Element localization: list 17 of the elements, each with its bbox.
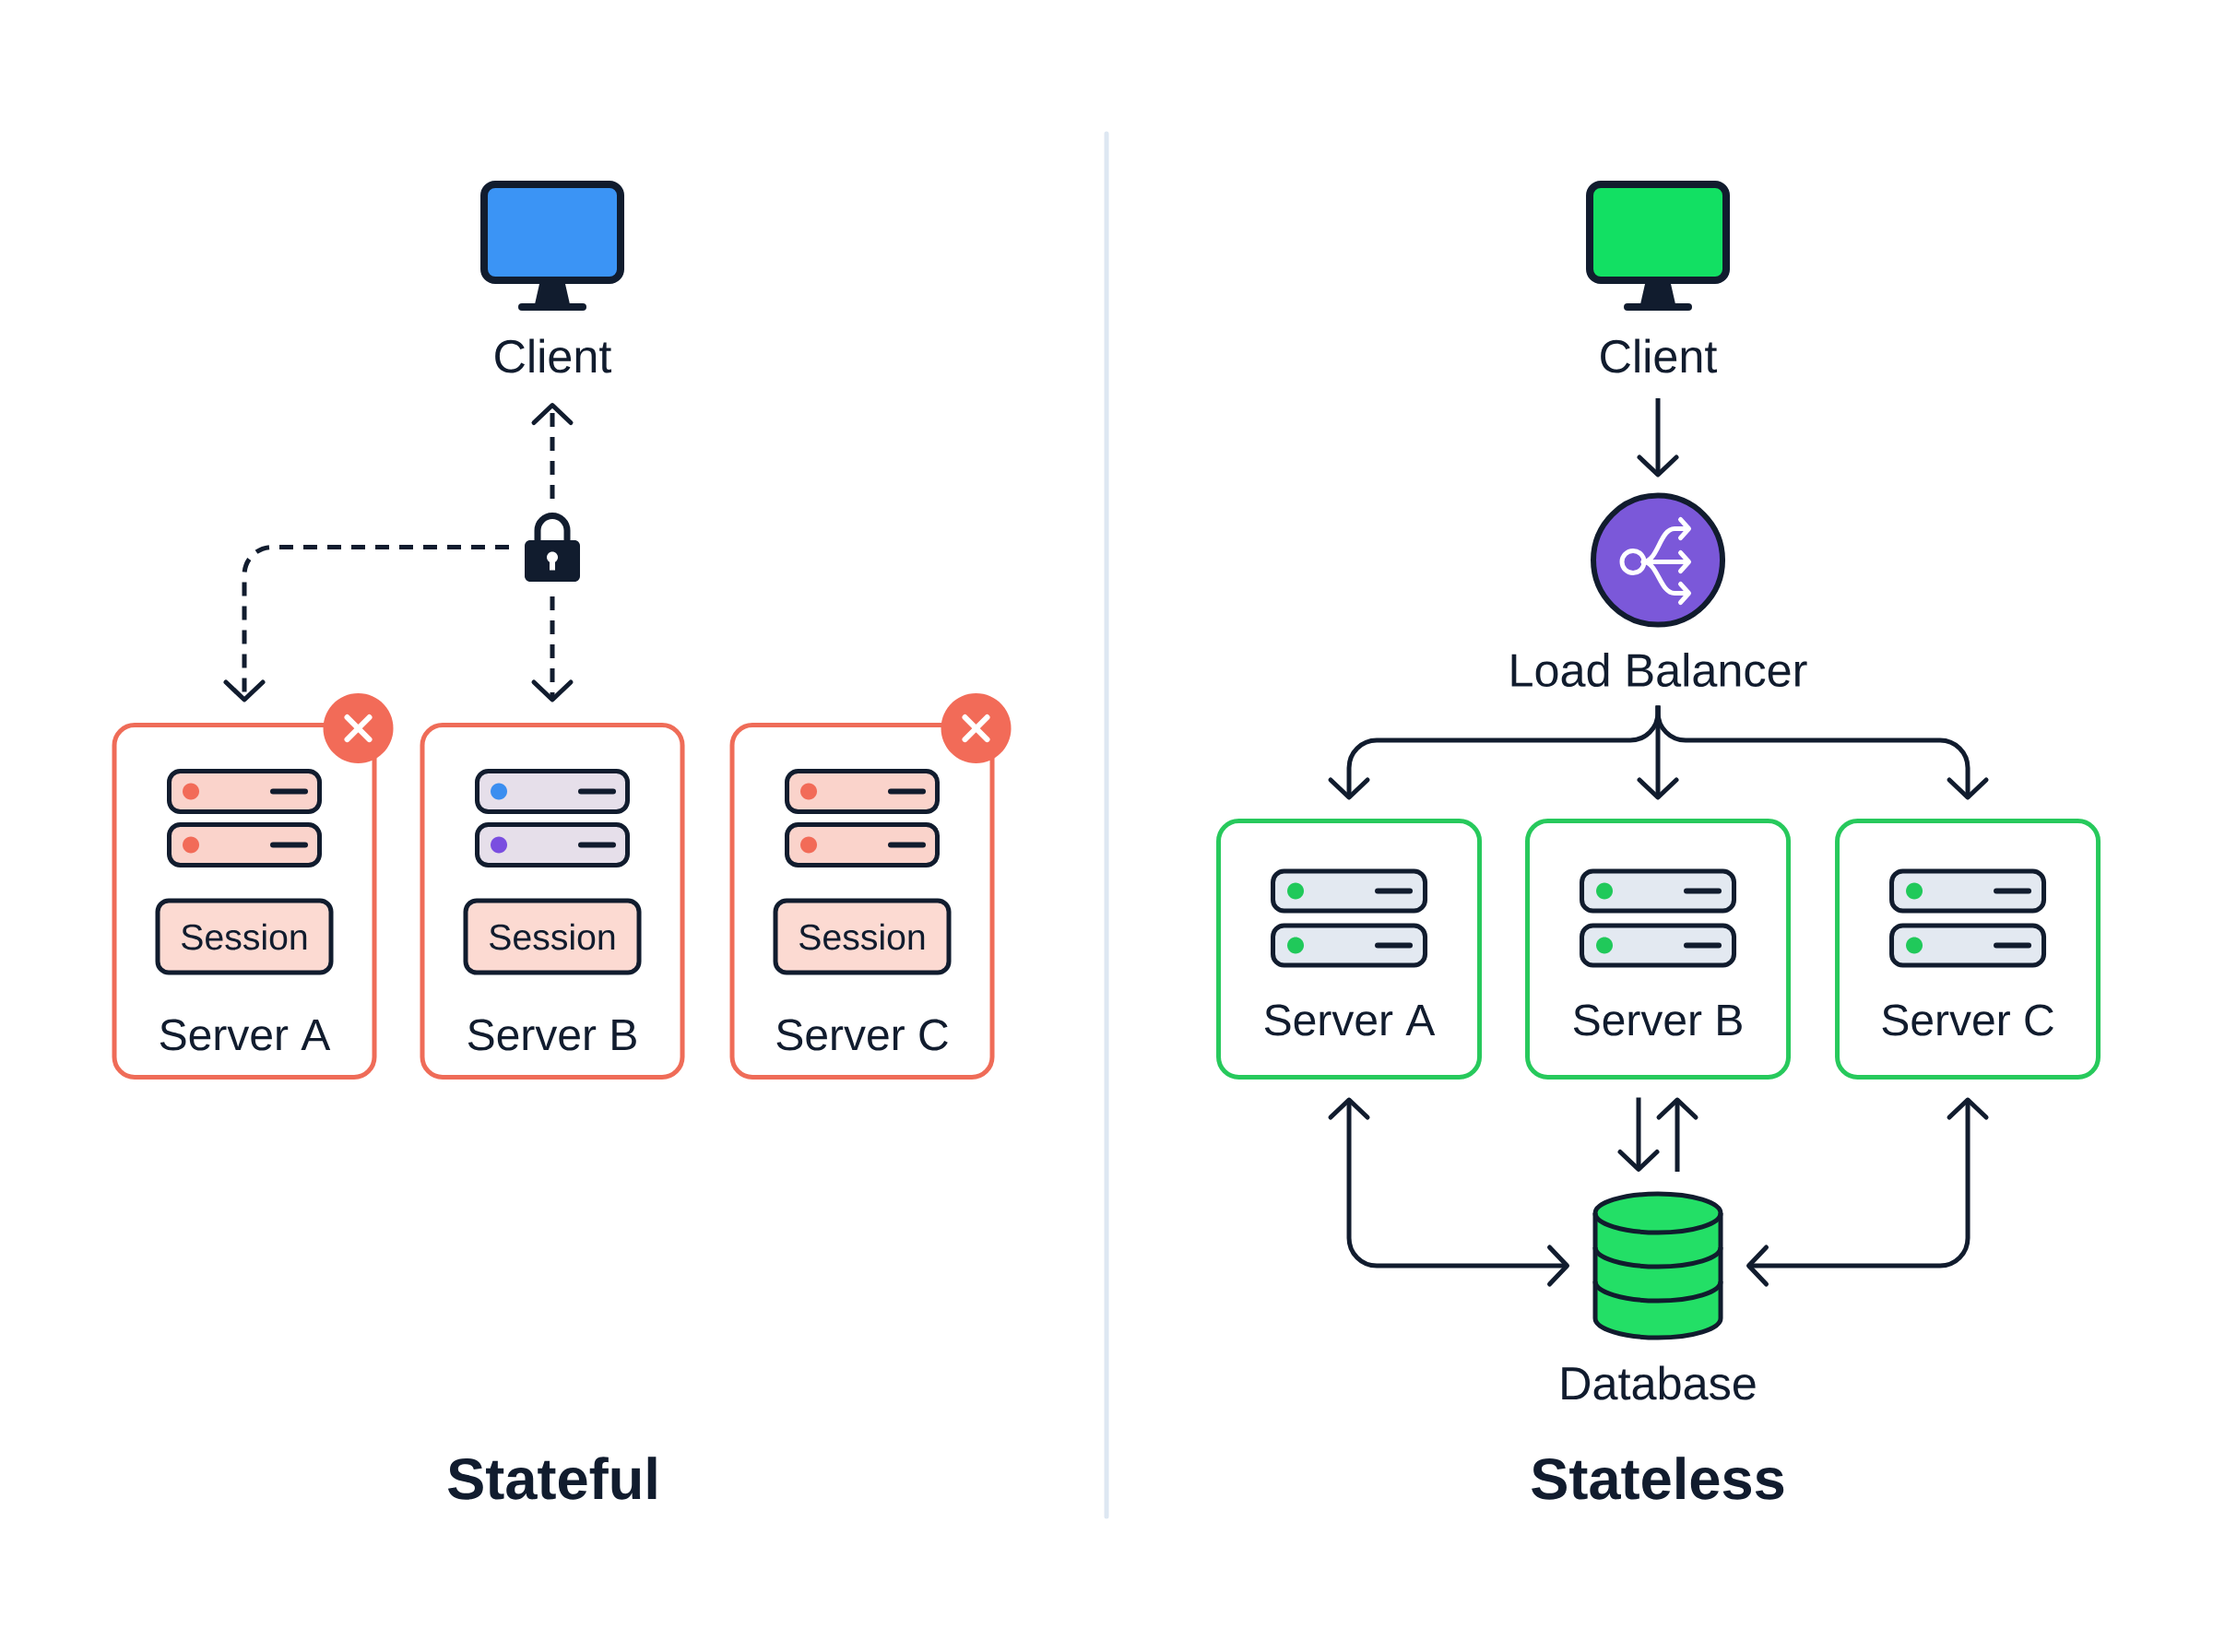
panel-title: Stateful — [447, 1457, 657, 1500]
node-label: Database — [1562, 1365, 1756, 1400]
dashed-arrow — [531, 403, 574, 499]
dashed-arrow — [531, 596, 574, 702]
panel-title: Stateless — [1532, 1457, 1784, 1500]
arrow — [1655, 705, 1989, 800]
session-box: Session — [463, 898, 642, 975]
dashed-arrow — [223, 545, 509, 702]
node-label: Load Balancer — [1511, 653, 1807, 687]
node-label: Client — [495, 338, 611, 373]
arrow — [1746, 1097, 1989, 1287]
lock-icon — [525, 513, 580, 582]
arrow — [1637, 398, 1679, 478]
arrow — [1328, 1097, 1569, 1287]
session-box: Session — [155, 898, 334, 975]
node-label: Client — [1601, 338, 1718, 373]
session-box: Session — [773, 898, 952, 975]
